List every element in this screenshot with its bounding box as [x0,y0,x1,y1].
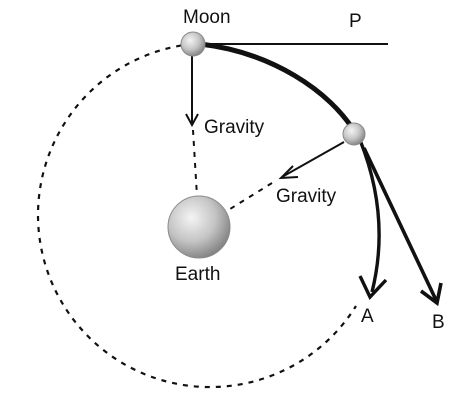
moon-curved-path [197,41,359,137]
arrow-to-b-shaft [362,147,438,301]
moon-sphere-top [180,31,206,57]
moon-label: Moon [183,7,231,28]
b-label: B [432,312,445,333]
moon-earth-dashed-line [192,129,198,197]
arrow-to-a-head [358,275,388,300]
orbit-path [36,42,357,389]
gravity-arrow-mid-shaft [281,141,345,178]
gravity-arrow-top-head [185,113,199,128]
gravity-label-mid: Gravity [276,186,337,207]
p-label: P [349,11,362,32]
arrow-to-a-shaft [358,139,381,293]
a-label: A [361,306,374,327]
moon-sphere-mid [342,122,366,146]
moon2-earth-dashed-line [221,182,273,215]
gravity-label-top: Gravity [204,117,265,138]
arrow-to-b-head [419,282,443,307]
earth-label: Earth [175,264,221,285]
earth-sphere [167,195,231,259]
gravity-arrow-mid-head [278,165,299,180]
